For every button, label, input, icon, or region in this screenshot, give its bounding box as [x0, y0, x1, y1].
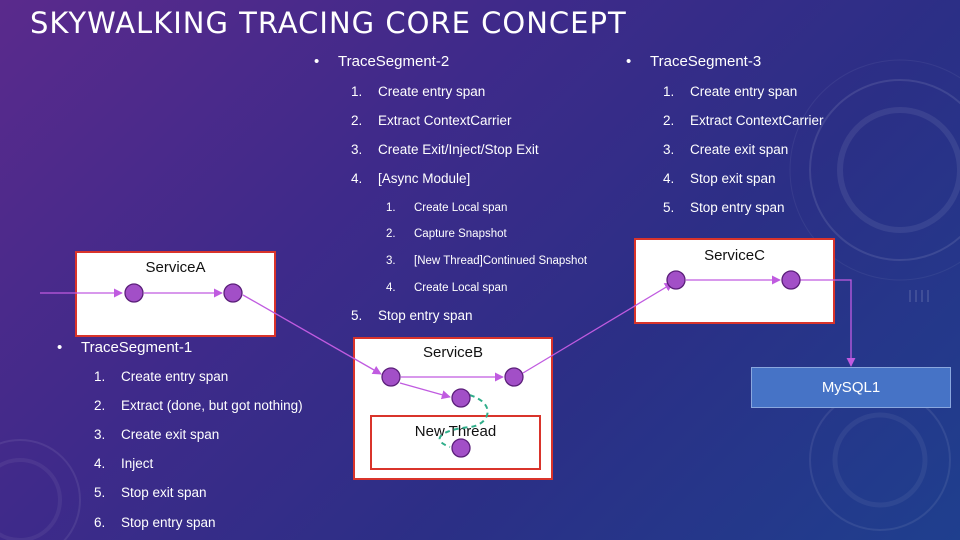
- segment2-async-step: 4.Create Local span: [386, 282, 508, 294]
- segment3-step: 2.Extract ContextCarrier: [663, 113, 824, 128]
- segment2-step: 3.Create Exit/Inject/Stop Exit: [351, 142, 539, 157]
- service-a-label: ServiceA: [145, 259, 206, 276]
- service-b-label: ServiceB: [422, 344, 484, 361]
- segment-title: TraceSegment-1: [57, 338, 192, 358]
- segment1-step: 4.Inject: [94, 456, 154, 471]
- segment-title: TraceSegment-3: [626, 52, 761, 72]
- service-a-entry-span-node: [124, 283, 144, 303]
- service-a-exit-span-node: [223, 283, 243, 303]
- new-thread-label: New Thread: [414, 423, 497, 440]
- segment3-step: 4.Stop exit span: [663, 171, 776, 186]
- segment3-step: 5.Stop entry span: [663, 200, 785, 215]
- segment1-step: 2.Extract (done, but got nothing): [94, 398, 303, 413]
- segment2-async-step: 2.Capture Snapshot: [386, 228, 507, 240]
- segment2-step: 2.Extract ContextCarrier: [351, 113, 512, 128]
- segment1-step: 1.Create entry span: [94, 369, 229, 384]
- segment1-step: 6.Stop entry span: [94, 515, 216, 530]
- service-b-async-arrow: [399, 382, 451, 400]
- service-c-exit-span-node: [781, 270, 801, 290]
- segment-title: TraceSegment-2: [314, 52, 449, 72]
- segment1-step: 5.Stop exit span: [94, 485, 207, 500]
- segment3-step: 3.Create exit span: [663, 142, 789, 157]
- service-c-entry-span-node: [666, 270, 686, 290]
- service-b-entry-span-node: [381, 367, 401, 387]
- service-c-to-mysql-arrow: [800, 279, 856, 367]
- trace-segment-2-heading: TraceSegment-2: [314, 52, 449, 72]
- segment2-step: 4.[Async Module]: [351, 171, 471, 186]
- segment2-step: 1.Create entry span: [351, 84, 486, 99]
- service-a-box: ServiceA: [75, 251, 276, 337]
- service-b-box: ServiceB New Thread: [353, 337, 553, 480]
- service-b-local-span-node: [451, 388, 471, 408]
- service-a-to-b-arrow: [242, 294, 382, 375]
- segment1-step: 3.Create exit span: [94, 427, 220, 442]
- mysql-database-box: MySQL1: [751, 367, 951, 408]
- trace-segment-3-heading: TraceSegment-3: [626, 52, 761, 72]
- mysql-label: MySQL1: [821, 379, 881, 396]
- new-thread-box: New Thread: [370, 415, 541, 470]
- segment2-async-step: 1.Create Local span: [386, 202, 508, 214]
- service-c-label: ServiceC: [704, 247, 765, 264]
- slide-title: SKYWALKING TRACING CORE CONCEPT: [30, 6, 627, 40]
- service-b-to-c-arrow: [522, 282, 674, 374]
- segment3-step: 1.Create entry span: [663, 84, 798, 99]
- segment2-step: 5.Stop entry span: [351, 308, 473, 323]
- trace-segment-1-heading: TraceSegment-1: [57, 338, 192, 358]
- new-thread-local-span-node: [451, 438, 471, 458]
- segment2-async-step: 3.[New Thread]Continued Snapshot: [386, 255, 588, 267]
- service-b-exit-span-node: [504, 367, 524, 387]
